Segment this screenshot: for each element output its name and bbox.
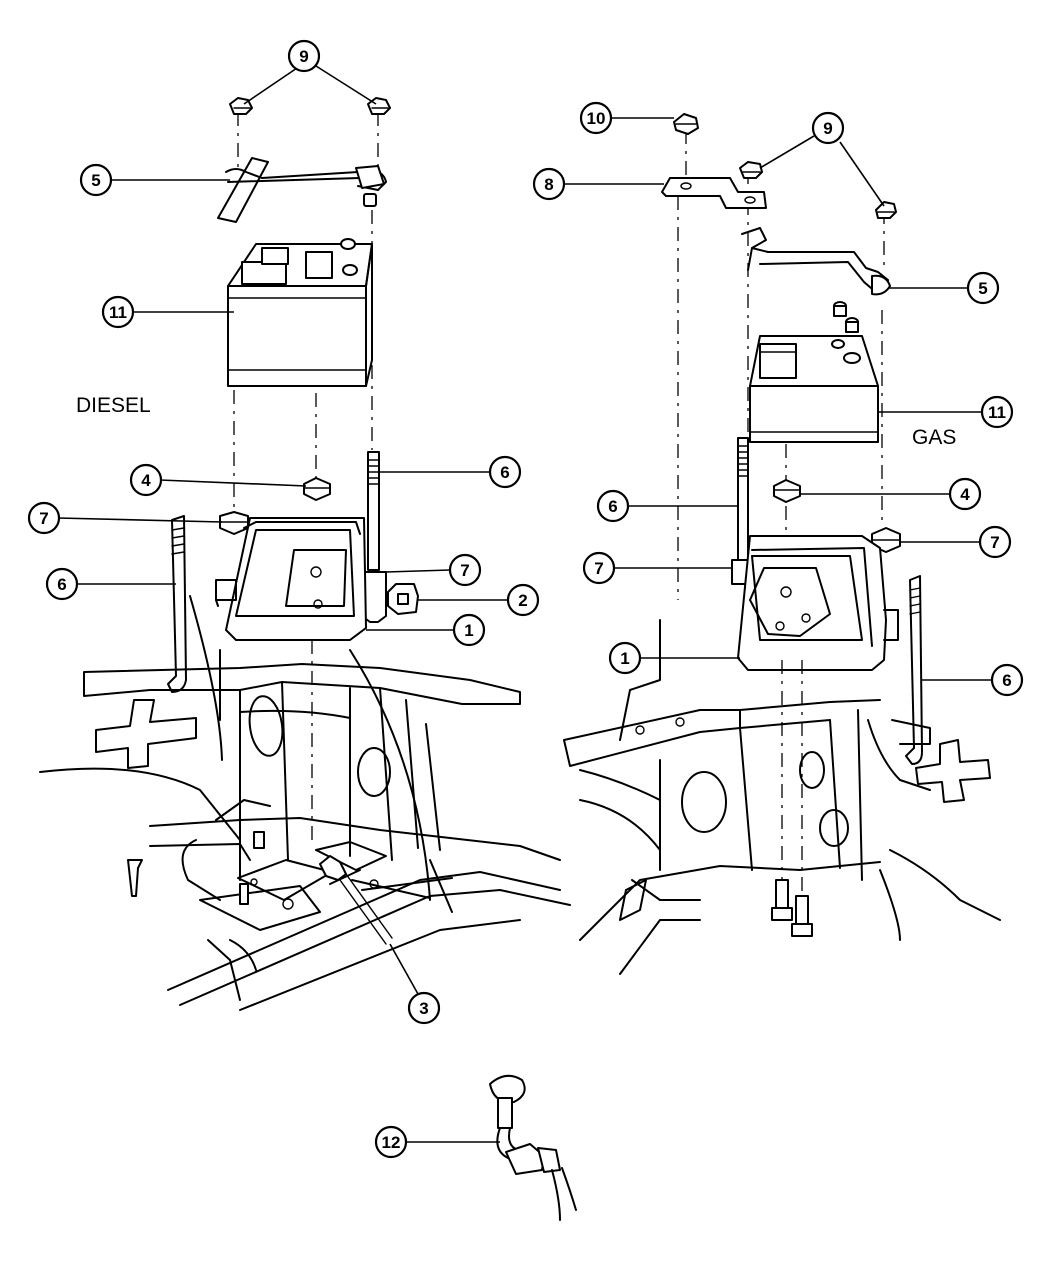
svg-text:1: 1 <box>620 649 629 668</box>
gas-bracket-bolt <box>673 113 699 135</box>
gas-bracket <box>661 177 767 209</box>
svg-text:7: 7 <box>460 561 469 580</box>
callout-6-diesel-top: 6 <box>488 455 522 489</box>
callout-7-gas-left: 7 <box>582 551 616 585</box>
gas-battery <box>749 301 879 443</box>
gas-tray-nut <box>773 479 801 503</box>
gas-j-bolt-right <box>905 575 923 765</box>
svg-text:2: 2 <box>518 591 527 610</box>
gas-tray-bolts <box>771 660 813 937</box>
gas-inner-fender-structure <box>563 619 1001 975</box>
battery-temperature-sensor <box>489 1074 577 1221</box>
diesel-j-bolt-left <box>167 515 187 693</box>
callout-5-diesel: 5 <box>79 163 113 197</box>
gas-label: GAS <box>912 426 956 449</box>
svg-text:5: 5 <box>978 279 987 298</box>
gas-stud-nut-right <box>871 527 901 553</box>
callout-9-gas: 9 <box>811 111 845 145</box>
diesel-assembly-centerlines <box>233 112 379 840</box>
svg-text:7: 7 <box>990 533 999 552</box>
svg-text:6: 6 <box>57 575 66 594</box>
svg-text:11: 11 <box>109 303 127 322</box>
svg-text:4: 4 <box>960 485 970 504</box>
callout-6-gas-left: 6 <box>596 489 630 523</box>
diesel-stud-lower-mid <box>253 831 265 849</box>
callout-11-gas: 11 <box>980 395 1014 429</box>
callout-4-gas: 4 <box>948 477 982 511</box>
svg-text:10: 10 <box>587 109 606 128</box>
svg-text:1: 1 <box>464 621 473 640</box>
diesel-hold-down-bracket <box>217 157 387 223</box>
svg-text:3: 3 <box>419 999 428 1018</box>
svg-text:11: 11 <box>988 403 1006 422</box>
diesel-label: DIESEL <box>76 394 151 417</box>
diesel-tray-bolt <box>319 855 393 945</box>
callout-6-diesel-left: 6 <box>45 567 79 601</box>
diesel-battery-tray <box>215 517 367 641</box>
callout-9-diesel: 9 <box>287 39 321 73</box>
diesel-assembly: DIESEL <box>39 97 571 1011</box>
svg-text:6: 6 <box>500 463 509 482</box>
diesel-push-pin <box>127 859 143 897</box>
callout-7-gas-right: 7 <box>978 525 1012 559</box>
callout-2-diesel: 2 <box>506 583 540 617</box>
gas-battery-tray <box>737 535 899 671</box>
callout-8-gas: 8 <box>532 167 566 201</box>
gas-hold-down-nut-left <box>739 161 763 179</box>
diesel-inner-fender-structure <box>39 595 571 1011</box>
svg-text:5: 5 <box>91 171 100 190</box>
callout-12: 12 <box>374 1125 408 1159</box>
diesel-tray-clip <box>387 583 419 615</box>
callout-10-gas: 10 <box>579 101 613 135</box>
callout-1-diesel: 1 <box>452 613 486 647</box>
callout-4-diesel: 4 <box>129 463 163 497</box>
svg-text:9: 9 <box>823 119 832 138</box>
svg-text:12: 12 <box>382 1133 401 1152</box>
svg-text:8: 8 <box>544 175 553 194</box>
diesel-battery <box>227 238 373 387</box>
svg-text:9: 9 <box>299 47 308 66</box>
svg-text:6: 6 <box>608 497 617 516</box>
callout-6-gas-right: 6 <box>990 663 1024 697</box>
diesel-tray-nut <box>303 477 331 501</box>
gas-hold-down-nut-right <box>875 201 897 219</box>
svg-text:7: 7 <box>594 559 603 578</box>
diesel-stud-nut-left <box>219 511 249 535</box>
callout-1-gas: 1 <box>608 641 642 675</box>
callout-7-diesel-left: 7 <box>27 501 61 535</box>
callout-7-diesel-right: 7 <box>448 553 482 587</box>
callout-11-diesel: 11 <box>101 295 135 329</box>
svg-text:6: 6 <box>1002 671 1011 690</box>
svg-text:7: 7 <box>39 509 48 528</box>
callouts: 9 5 11 4 6 7 <box>27 39 1024 1159</box>
diesel-stud-lower-left <box>239 883 249 905</box>
callout-5-gas: 5 <box>966 271 1000 305</box>
gas-hold-down-bracket <box>741 227 891 296</box>
gas-assembly: GAS <box>563 113 1001 975</box>
svg-text:4: 4 <box>141 471 151 490</box>
callout-3-diesel: 3 <box>407 991 441 1025</box>
